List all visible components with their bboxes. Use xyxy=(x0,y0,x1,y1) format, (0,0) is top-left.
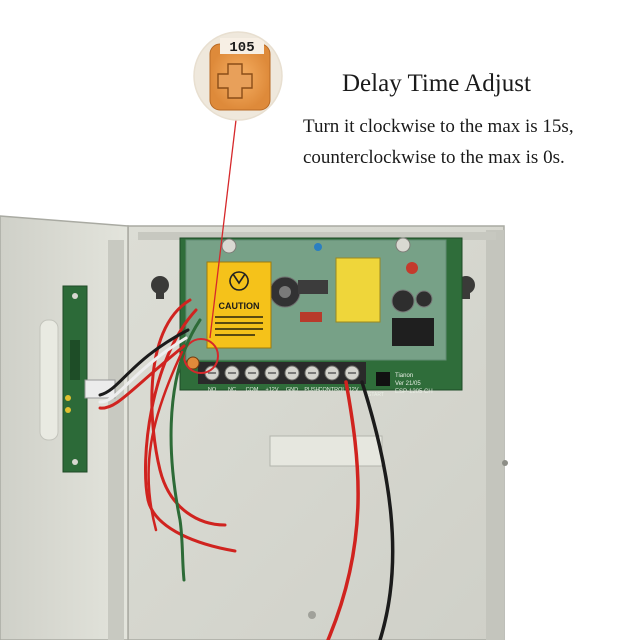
terminal-label: +12V xyxy=(266,387,279,393)
callout-line xyxy=(209,119,237,339)
caution-label: CAUTION xyxy=(206,261,272,349)
terminal-block xyxy=(198,362,366,384)
knockout-slot xyxy=(269,435,383,467)
relay xyxy=(392,318,434,346)
start-label: START xyxy=(368,392,384,398)
capacitor xyxy=(415,290,433,308)
terminal-label: COM xyxy=(246,387,259,393)
caption-line-clockwise: Turn it clockwise to the max is 15s, xyxy=(303,116,574,137)
terminal-label: NC xyxy=(228,387,236,393)
terminal-label: +12V xyxy=(346,387,359,393)
caption-title: Delay Time Adjust xyxy=(342,70,531,97)
cover-screw-left xyxy=(221,238,237,254)
mounting-hole xyxy=(308,611,316,619)
wires xyxy=(98,298,395,640)
potentiometer-zoom: 105 xyxy=(193,31,283,121)
terminal-label: PUSH xyxy=(304,387,319,393)
terminal-label: GND xyxy=(286,387,298,393)
board-marking-line2: Ver 21/05 xyxy=(395,381,421,387)
terminal-label: NO xyxy=(208,387,217,393)
transformer xyxy=(335,257,381,323)
delay-potentiometer xyxy=(186,356,200,370)
capacitor xyxy=(391,289,415,313)
caption-line-counterclockwise: counterclockwise to the max is 0s. xyxy=(303,147,565,168)
board-marking-line3: ESP-1205 CH xyxy=(395,389,433,395)
board-marking-line1: Tianon xyxy=(395,373,413,379)
caution-heading: CAUTION xyxy=(219,301,260,311)
enclosure-door xyxy=(0,215,129,640)
keyhole-mount-left xyxy=(151,276,169,299)
terminal-label: CONTROL xyxy=(319,387,346,393)
board-marking: Tianon Ver 21/05 ESP-1205 CH xyxy=(395,373,433,395)
potentiometer-marking: 105 xyxy=(229,40,254,56)
cover-screw-right xyxy=(395,237,411,253)
